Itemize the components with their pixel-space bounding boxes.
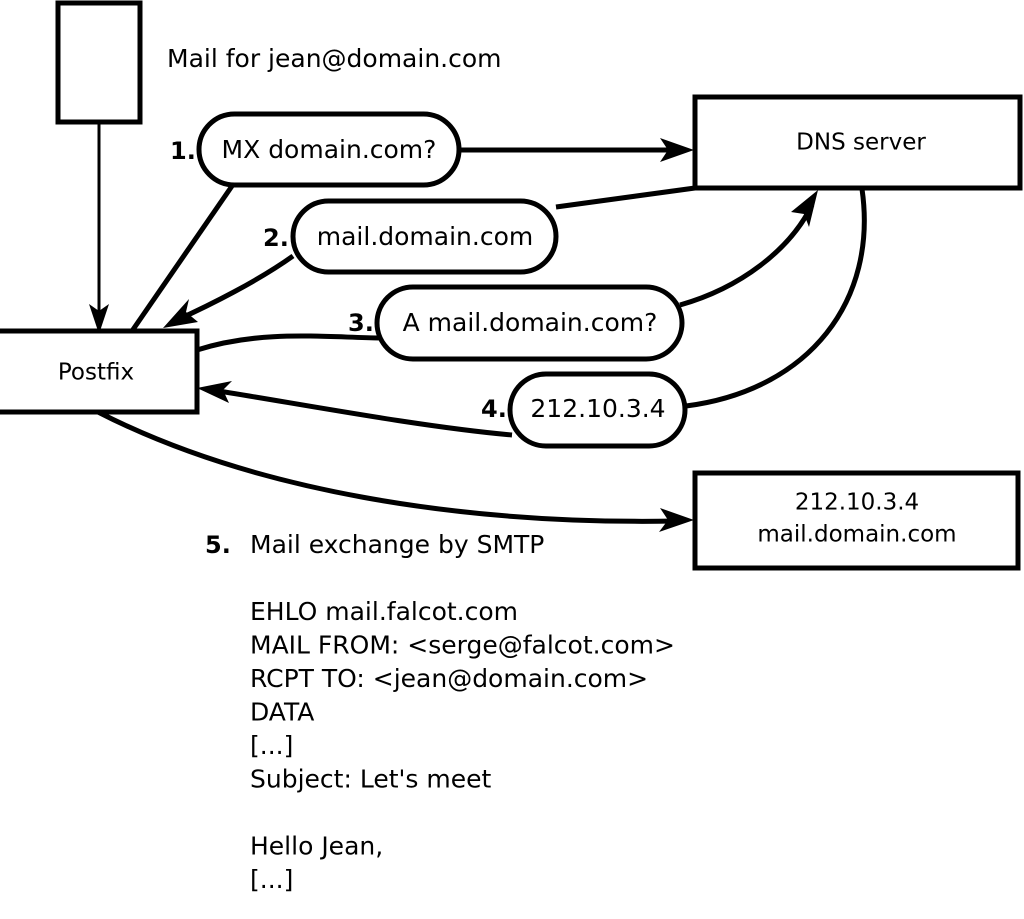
step-4-number: 4.: [481, 395, 507, 423]
step-4-bubble: 212.10.3.4: [507, 371, 688, 449]
sender-box: [55, 0, 143, 125]
dns-server-label: DNS server: [796, 130, 926, 156]
connector-step4-to-postfix: [197, 381, 513, 438]
step-2-number: 2.: [263, 224, 289, 252]
mail-server-box: 212.10.3.4 mail.domain.com: [692, 470, 1021, 571]
step-2-bubble: mail.domain.com: [290, 198, 559, 275]
step-3-label: A mail.domain.com?: [403, 308, 658, 337]
connector-dns-to-step4: [685, 188, 867, 409]
connector-step1-to-postfix: [129, 184, 235, 333]
step-1-label: MX domain.com?: [222, 135, 437, 164]
smtp-transcript-line: MAIL FROM: <serge@falcot.com>: [250, 631, 675, 660]
step-5-number: 5.: [205, 531, 231, 559]
connector-postfix-to-step3: [196, 333, 381, 353]
connector-step3-to-dns: [679, 190, 818, 308]
connector-step2-to-postfix: [163, 253, 295, 328]
connector-dns-to-step2: [555, 185, 696, 210]
postfix-box: Postfix: [0, 328, 200, 415]
smtp-transcript-line: DATA: [250, 698, 314, 727]
connector-step1-to-dns: [457, 138, 694, 162]
step-4-label: 212.10.3.4: [530, 394, 665, 423]
step-5-label: Mail exchange by SMTP: [250, 530, 544, 559]
smtp-transcript-line: RCPT TO: <jean@domain.com>: [250, 664, 648, 693]
smtp-transcript-line: [...]: [250, 731, 293, 760]
step-1-number: 1.: [170, 137, 196, 165]
smtp-transcript-line: EHLO mail.falcot.com: [250, 597, 518, 626]
smtp-transcript-line: [...]: [250, 865, 293, 894]
mail-server-ip-label: 212.10.3.4: [795, 490, 919, 516]
mail-server-host-label: mail.domain.com: [757, 522, 956, 548]
connector-postfix-to-mailserver: [96, 409, 694, 532]
diagram-caption: Mail for jean@domain.com: [167, 44, 502, 73]
step-2-label: mail.domain.com: [317, 222, 533, 251]
smtp-transcript-line: Hello Jean,: [250, 832, 383, 861]
dns-server-box: DNS server: [692, 94, 1023, 191]
step-1-bubble: MX domain.com?: [196, 111, 462, 188]
step-3-bubble: A mail.domain.com?: [374, 284, 685, 362]
step-3-number: 3.: [348, 309, 374, 337]
smtp-transcript-line: Subject: Let's meet: [250, 765, 491, 794]
connector-sender-to-postfix: [89, 122, 109, 334]
postfix-label: Postfix: [58, 360, 134, 386]
